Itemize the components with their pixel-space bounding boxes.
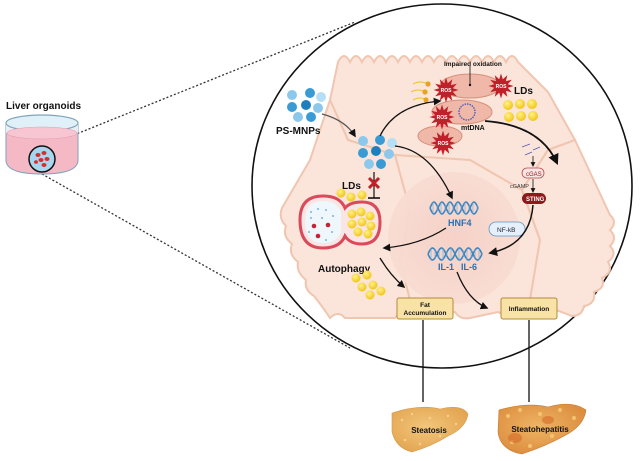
dna-fragments	[521, 143, 541, 156]
cgas-label: cGAS	[526, 172, 542, 178]
mtdna-label: mtDNA	[461, 125, 485, 132]
ros-stars: ROS ROS ROS ROS	[429, 73, 514, 156]
petri-dish	[5, 114, 79, 175]
ros-star: ROS	[433, 77, 459, 103]
il6-label: IL-6	[461, 262, 477, 272]
ros-label: ROS	[437, 115, 449, 121]
lds-top-label: LDs	[514, 86, 533, 97]
nfkb-node	[488, 221, 526, 237]
autophagy-label: Autophagy	[318, 264, 371, 275]
lipid-droplets-left	[336, 188, 367, 202]
nfkb-label: NF-kB	[497, 227, 515, 234]
mtdna-icon	[458, 103, 476, 121]
ps-mnps-cluster-outside	[287, 88, 326, 122]
liver-organoids-label: Liver organoids	[6, 101, 81, 112]
il-dna-icon	[427, 247, 483, 261]
fatty-acids	[410, 81, 431, 103]
ros-star: ROS	[429, 104, 455, 130]
nucleus	[388, 172, 520, 304]
blocked-inhibition-icon	[367, 172, 381, 199]
steatosis-label: Steatosis	[411, 426, 447, 435]
cgamp-label: cGAMP	[510, 184, 529, 190]
ros-star: ROS	[430, 130, 456, 156]
ros-label: ROS	[441, 88, 453, 94]
lipid-droplets-bottom	[351, 270, 386, 300]
cell-right	[520, 138, 615, 318]
pathway-arrows	[321, 97, 559, 310]
fat-accumulation-line1: Fat	[420, 302, 431, 309]
sting-label: STING	[526, 197, 545, 203]
inflammation-label: Inflammation	[509, 306, 549, 313]
zoom-lines	[41, 21, 356, 349]
steatosis-liver	[391, 406, 469, 453]
hnf4-dna-icon	[429, 201, 479, 215]
steatohepatitis-label: Steatohepatitis	[511, 425, 569, 434]
lds-left-label: LDs	[342, 181, 361, 192]
cgas-node	[521, 167, 545, 179]
ros-star: ROS	[488, 73, 514, 99]
fat-accumulation-line2: Accumulation	[404, 310, 447, 317]
lipid-droplets-top	[503, 99, 538, 122]
ros-label: ROS	[438, 141, 450, 147]
ros-label: ROS	[496, 84, 508, 90]
organoid-cells	[34, 151, 50, 167]
ps-mnps-label: PS-MNPs	[276, 126, 321, 137]
autophagosome	[298, 194, 382, 250]
hnf4-label: HNF4	[448, 218, 472, 228]
inflammation-box	[500, 297, 558, 320]
impaired-oxidation-label: Impaired oxidation	[444, 61, 502, 68]
fat-accumulation-box	[396, 297, 454, 320]
il1-label: IL-1	[438, 262, 454, 272]
ps-mnps-cluster-inside	[358, 135, 397, 169]
steatohepatitis-liver	[497, 403, 587, 455]
sting-node	[522, 193, 546, 204]
